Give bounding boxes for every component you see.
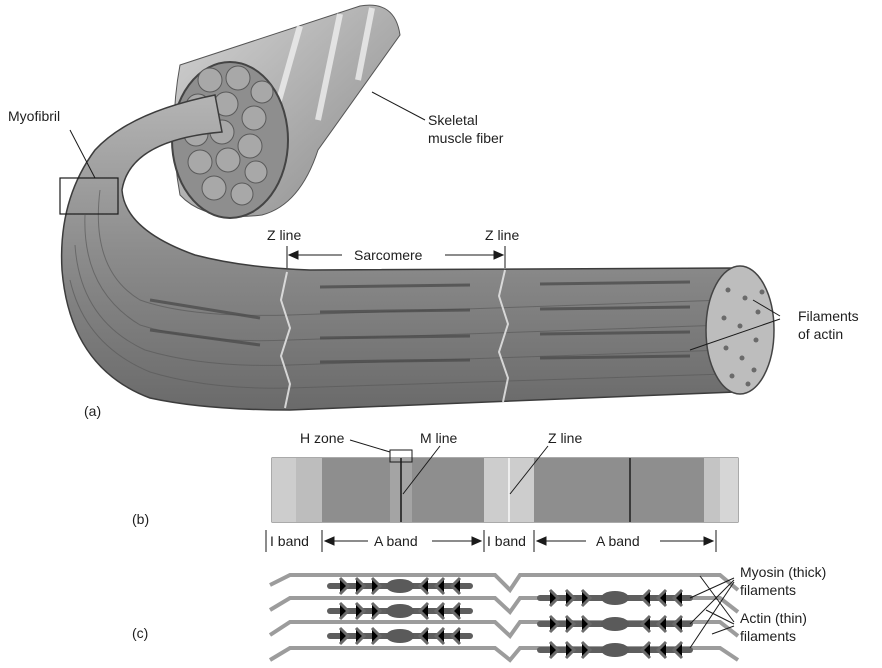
myosin-thick-filaments: [330, 586, 690, 650]
label-h-zone: H zone: [300, 430, 344, 446]
panel-c-filaments: [270, 575, 738, 660]
label-z-line-right: Z line: [485, 227, 519, 243]
label-filaments-of-actin-2: of actin: [798, 326, 843, 342]
m-line-bulges: [386, 579, 629, 657]
myofibril-end-cap: [706, 266, 774, 394]
label-m-line: M line: [420, 430, 457, 446]
label-a-band-2: A band: [596, 533, 640, 549]
label-z-line-left: Z line: [267, 227, 301, 243]
label-z-line-b: Z line: [548, 430, 582, 446]
panel-label-b: (b): [132, 511, 149, 527]
label-a-band-1: A band: [374, 533, 418, 549]
label-sarcomere: Sarcomere: [354, 247, 422, 263]
label-filaments-of-actin-1: Filaments: [798, 308, 859, 324]
label-myofibril: Myofibril: [8, 108, 60, 124]
label-i-band-2: I band: [487, 533, 526, 549]
panel-label-c: (c): [132, 625, 148, 641]
panel-a-illustration: [60, 5, 780, 410]
label-skeletal-muscle-fiber-2: muscle fiber: [428, 130, 503, 146]
panel-label-a: (a): [84, 403, 101, 419]
label-skeletal-muscle-fiber-1: Skeletal: [428, 112, 478, 128]
label-actin-thin-2: filaments: [740, 628, 796, 644]
label-actin-thin-1: Actin (thin): [740, 610, 807, 626]
label-myosin-thick-1: Myosin (thick): [740, 564, 826, 580]
label-myosin-thick-2: filaments: [740, 582, 796, 598]
label-i-band-1: I band: [270, 533, 309, 549]
panel-c-leader-lines: [690, 576, 734, 648]
